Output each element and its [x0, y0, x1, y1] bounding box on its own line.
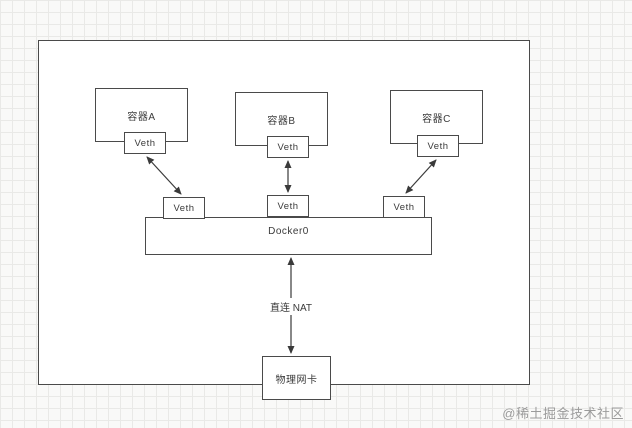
watermark: @稀土掘金技术社区	[502, 406, 624, 421]
veth-container-b-box: Veth	[267, 136, 309, 158]
physical-nic-label: 物理网卡	[275, 374, 318, 386]
veth-container-c-box: Veth	[417, 135, 459, 157]
docker0-bridge-label: Docker0	[268, 226, 309, 237]
nat-arrow-label: 直连 NAT	[251, 298, 331, 315]
veth-bridge-b-box: Veth	[267, 195, 309, 217]
container-c-label: 容器C	[422, 113, 451, 125]
container-a-label: 容器A	[127, 111, 156, 123]
veth-container-c-label: Veth	[427, 140, 449, 152]
veth-bridge-b-label: Veth	[277, 200, 299, 212]
docker0-bridge-box: Docker0	[145, 217, 432, 255]
veth-bridge-c-box: Veth	[383, 196, 425, 218]
container-b-label: 容器B	[267, 115, 296, 127]
veth-bridge-a-label: Veth	[173, 202, 195, 214]
veth-container-b-label: Veth	[277, 141, 299, 153]
veth-bridge-a-box: Veth	[163, 197, 205, 219]
veth-container-a-label: Veth	[134, 137, 156, 149]
veth-container-a-box: Veth	[124, 132, 166, 154]
veth-bridge-c-label: Veth	[393, 201, 415, 213]
physical-nic-box: 物理网卡	[262, 356, 331, 400]
